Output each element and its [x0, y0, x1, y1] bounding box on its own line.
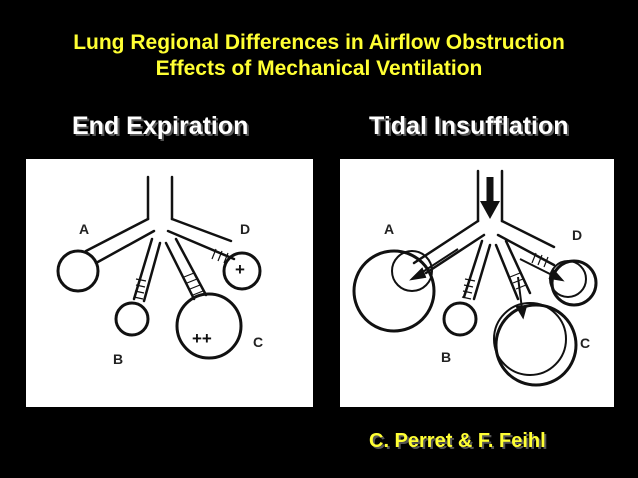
credit-text: C. Perret & F. Feihl: [369, 430, 546, 452]
slide-title-line2: Effects of Mechanical Ventilation: [155, 57, 483, 80]
alveolus-d-baseline: [549, 260, 587, 298]
alveolus-c-inflated: [494, 303, 578, 387]
alveolus-a: [56, 249, 100, 293]
alveolus-b: [114, 301, 150, 337]
label-c: C: [580, 335, 591, 351]
label-b: B: [113, 351, 124, 367]
alveolus-a-inflated: [352, 249, 436, 333]
mark-d: +: [235, 260, 245, 279]
label-a: A: [79, 221, 90, 237]
right-heading: Tidal Insufflation: [369, 112, 569, 140]
alveolus-b: [442, 301, 478, 337]
alveolus-d: [222, 251, 262, 291]
label-c: C: [253, 334, 264, 350]
label-b: B: [441, 349, 452, 365]
left-heading: End Expiration: [72, 112, 249, 140]
label-d: D: [240, 221, 251, 237]
mark-c: ++: [192, 329, 212, 348]
alveolus-a-baseline: [391, 250, 433, 292]
alveolus-c-baseline: [493, 302, 567, 376]
label-a: A: [384, 221, 395, 237]
lung-units-insufflation-drawing: [352, 169, 598, 387]
end-expiration-diagram: A B C D + ++: [26, 159, 313, 407]
lung-units-expiration-drawing: [56, 175, 262, 360]
alveolus-d-inflated: [550, 259, 598, 307]
label-d: D: [572, 227, 583, 243]
tidal-insufflation-diagram: A B C D: [340, 159, 614, 407]
alveolus-c: [175, 292, 243, 360]
slide-title-line1: Lung Regional Differences in Airflow Obs…: [73, 31, 565, 54]
